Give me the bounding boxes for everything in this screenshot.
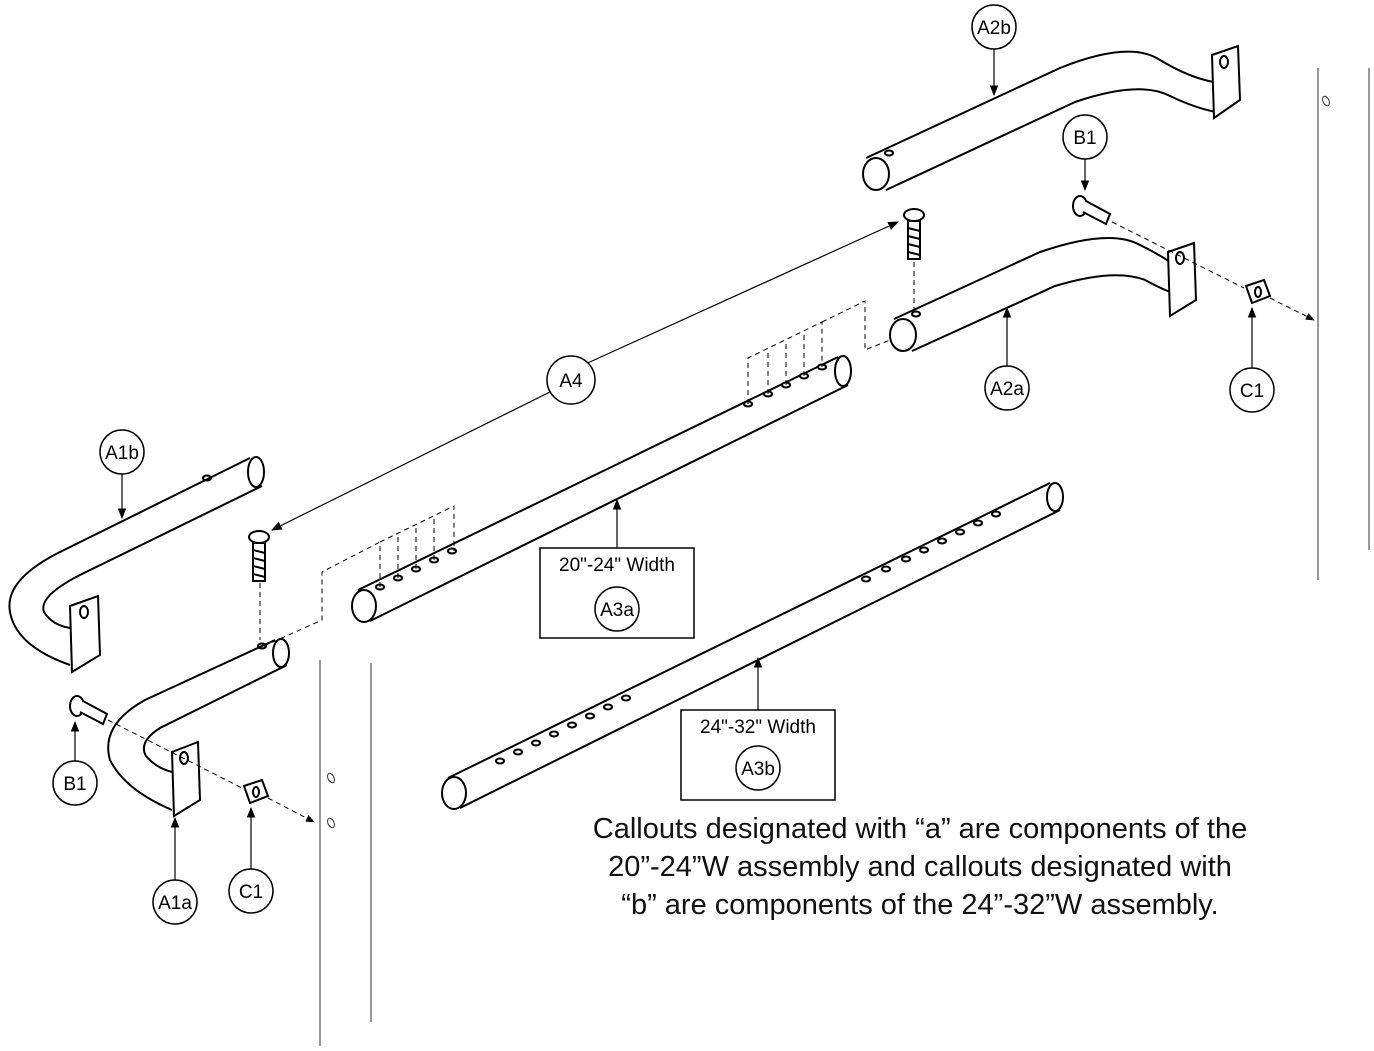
callout-label-A1a: A1a — [158, 893, 192, 914]
callout-label-A2a: A2a — [990, 379, 1024, 400]
callout-label-A2b: A2b — [977, 18, 1011, 39]
frame-reference-lines — [319, 68, 1370, 1046]
callout-label-B1-right: B1 — [1073, 128, 1096, 149]
callout-circle-A3a — [594, 586, 640, 632]
callout-B1-right: B1 — [1062, 114, 1108, 160]
nut-C1-left — [242, 778, 270, 805]
width-label-20-24: 20"-24" Width — [559, 555, 675, 576]
tube-A1b — [8, 456, 265, 674]
assembly-note: Callouts designated with “a” are compone… — [470, 810, 1370, 924]
note-line-3: “b” are components of the 24”-32”W assem… — [621, 889, 1219, 921]
note-line-2: 20”-24”W assembly and callouts designate… — [608, 851, 1232, 883]
bolt-B1-left — [69, 695, 109, 726]
screw-A4-top — [903, 208, 925, 260]
tube-A2b — [862, 44, 1242, 191]
callout-A3a: A3a — [600, 600, 634, 621]
callout-A3b: A3b — [741, 759, 775, 780]
width-label-24-32: 24"-32" Width — [700, 717, 816, 738]
hole-alignment-guides — [259, 262, 915, 647]
tube-A2a — [889, 237, 1198, 352]
bolt-alignment-paths — [107, 221, 1315, 823]
label-box-A3b: 24"-32" Width A3b — [680, 709, 836, 801]
callout-A2a: A2a — [984, 365, 1030, 411]
callout-C1-right: C1 — [1229, 367, 1275, 413]
callout-A1a: A1a — [152, 879, 198, 925]
callout-circle-A3b — [735, 745, 781, 791]
note-line-1: Callouts designated with “a” are compone… — [592, 813, 1248, 845]
nut-C1-right — [1244, 278, 1272, 305]
callout-B1-left: B1 — [52, 760, 98, 806]
callout-label-A4: A4 — [559, 371, 583, 392]
tube-A3b — [441, 482, 1064, 810]
tube-A1a — [107, 638, 290, 818]
callout-A1b: A1b — [99, 429, 145, 475]
screw-A4-left — [248, 530, 270, 582]
callout-label-B1-left: B1 — [63, 774, 86, 795]
callout-C1-left: C1 — [228, 868, 274, 914]
callout-label-C1-left: C1 — [239, 882, 263, 903]
bolt-B1-right — [1072, 195, 1112, 226]
callout-label-C1-right: C1 — [1240, 381, 1264, 402]
label-box-A3a: 20"-24" Width A3a — [539, 547, 695, 639]
callout-A2b: A2b — [971, 4, 1017, 50]
callout-label-A1b: A1b — [105, 443, 139, 464]
leader-lines — [70, 48, 1257, 880]
callout-A4: A4 — [546, 355, 596, 405]
